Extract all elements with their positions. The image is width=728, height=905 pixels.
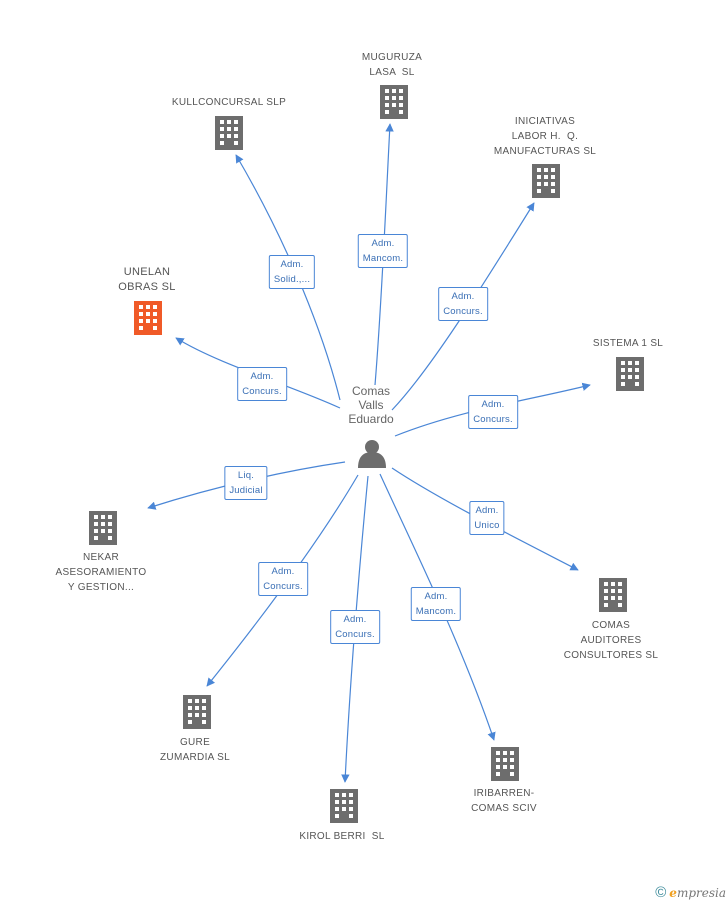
building-icon[interactable]: [599, 578, 627, 612]
relation-badge-gure: Adm. Concurs.: [258, 562, 308, 596]
building-icon[interactable]: [491, 747, 519, 781]
building-icon[interactable]: [380, 85, 408, 119]
person-icon[interactable]: [358, 440, 386, 468]
relation-badge-comas: Adm. Unico: [469, 501, 505, 535]
brand-logo: empresia: [669, 885, 726, 900]
building-icon[interactable]: [134, 301, 162, 335]
company-name-iniciativas[interactable]: INICIATIVAS LABOR H. Q. MANUFACTURAS SL: [493, 116, 597, 157]
building-icon[interactable]: [89, 511, 117, 545]
building-icon[interactable]: [183, 695, 211, 729]
building-icon[interactable]: [532, 164, 560, 198]
copyright-icon: ©: [655, 884, 667, 901]
building-icon[interactable]: [215, 116, 243, 150]
company-name-nekar[interactable]: NEKAR ASESORAMIENTO Y GESTION...: [55, 552, 147, 593]
company-name-comas[interactable]: COMAS AUDITORES CONSULTORES SL: [563, 620, 659, 661]
company-name-gure[interactable]: GURE ZUMARDIA SL: [160, 737, 230, 763]
relation-badge-muguruza: Adm. Mancom.: [357, 234, 409, 268]
company-name-sistema1[interactable]: SISTEMA 1 SL: [592, 338, 664, 349]
relation-badge-iribarren: Adm. Mancom.: [410, 587, 462, 621]
relation-badge-unelan: Adm. Concurs.: [237, 367, 287, 401]
company-name-iribarren[interactable]: IRIBARREN- COMAS SCIV: [471, 788, 537, 814]
company-name-unelan[interactable]: UNELAN OBRAS SL: [118, 266, 176, 293]
company-name-muguruza[interactable]: MUGURUZA LASA SL: [361, 52, 423, 78]
edge-iniciativas: [391, 202, 535, 411]
relation-badge-sistema1: Adm. Concurs.: [468, 395, 518, 429]
person-name[interactable]: Comas Valls Eduardo: [348, 384, 394, 426]
company-name-kullconcursal[interactable]: KULLCONCURSAL SLP: [171, 97, 287, 108]
relation-badge-kirol: Adm. Concurs.: [330, 610, 380, 644]
relation-badge-kullconcursal: Adm. Solid.,...: [268, 255, 316, 289]
footer-brand: © empresia: [655, 884, 726, 901]
company-name-kirol[interactable]: KIROL BERRI SL: [299, 831, 385, 842]
relation-badge-nekar: Liq. Judicial: [224, 466, 268, 500]
building-icon[interactable]: [616, 357, 644, 391]
relation-badge-iniciativas: Adm. Concurs.: [438, 287, 488, 321]
building-icon[interactable]: [330, 789, 358, 823]
